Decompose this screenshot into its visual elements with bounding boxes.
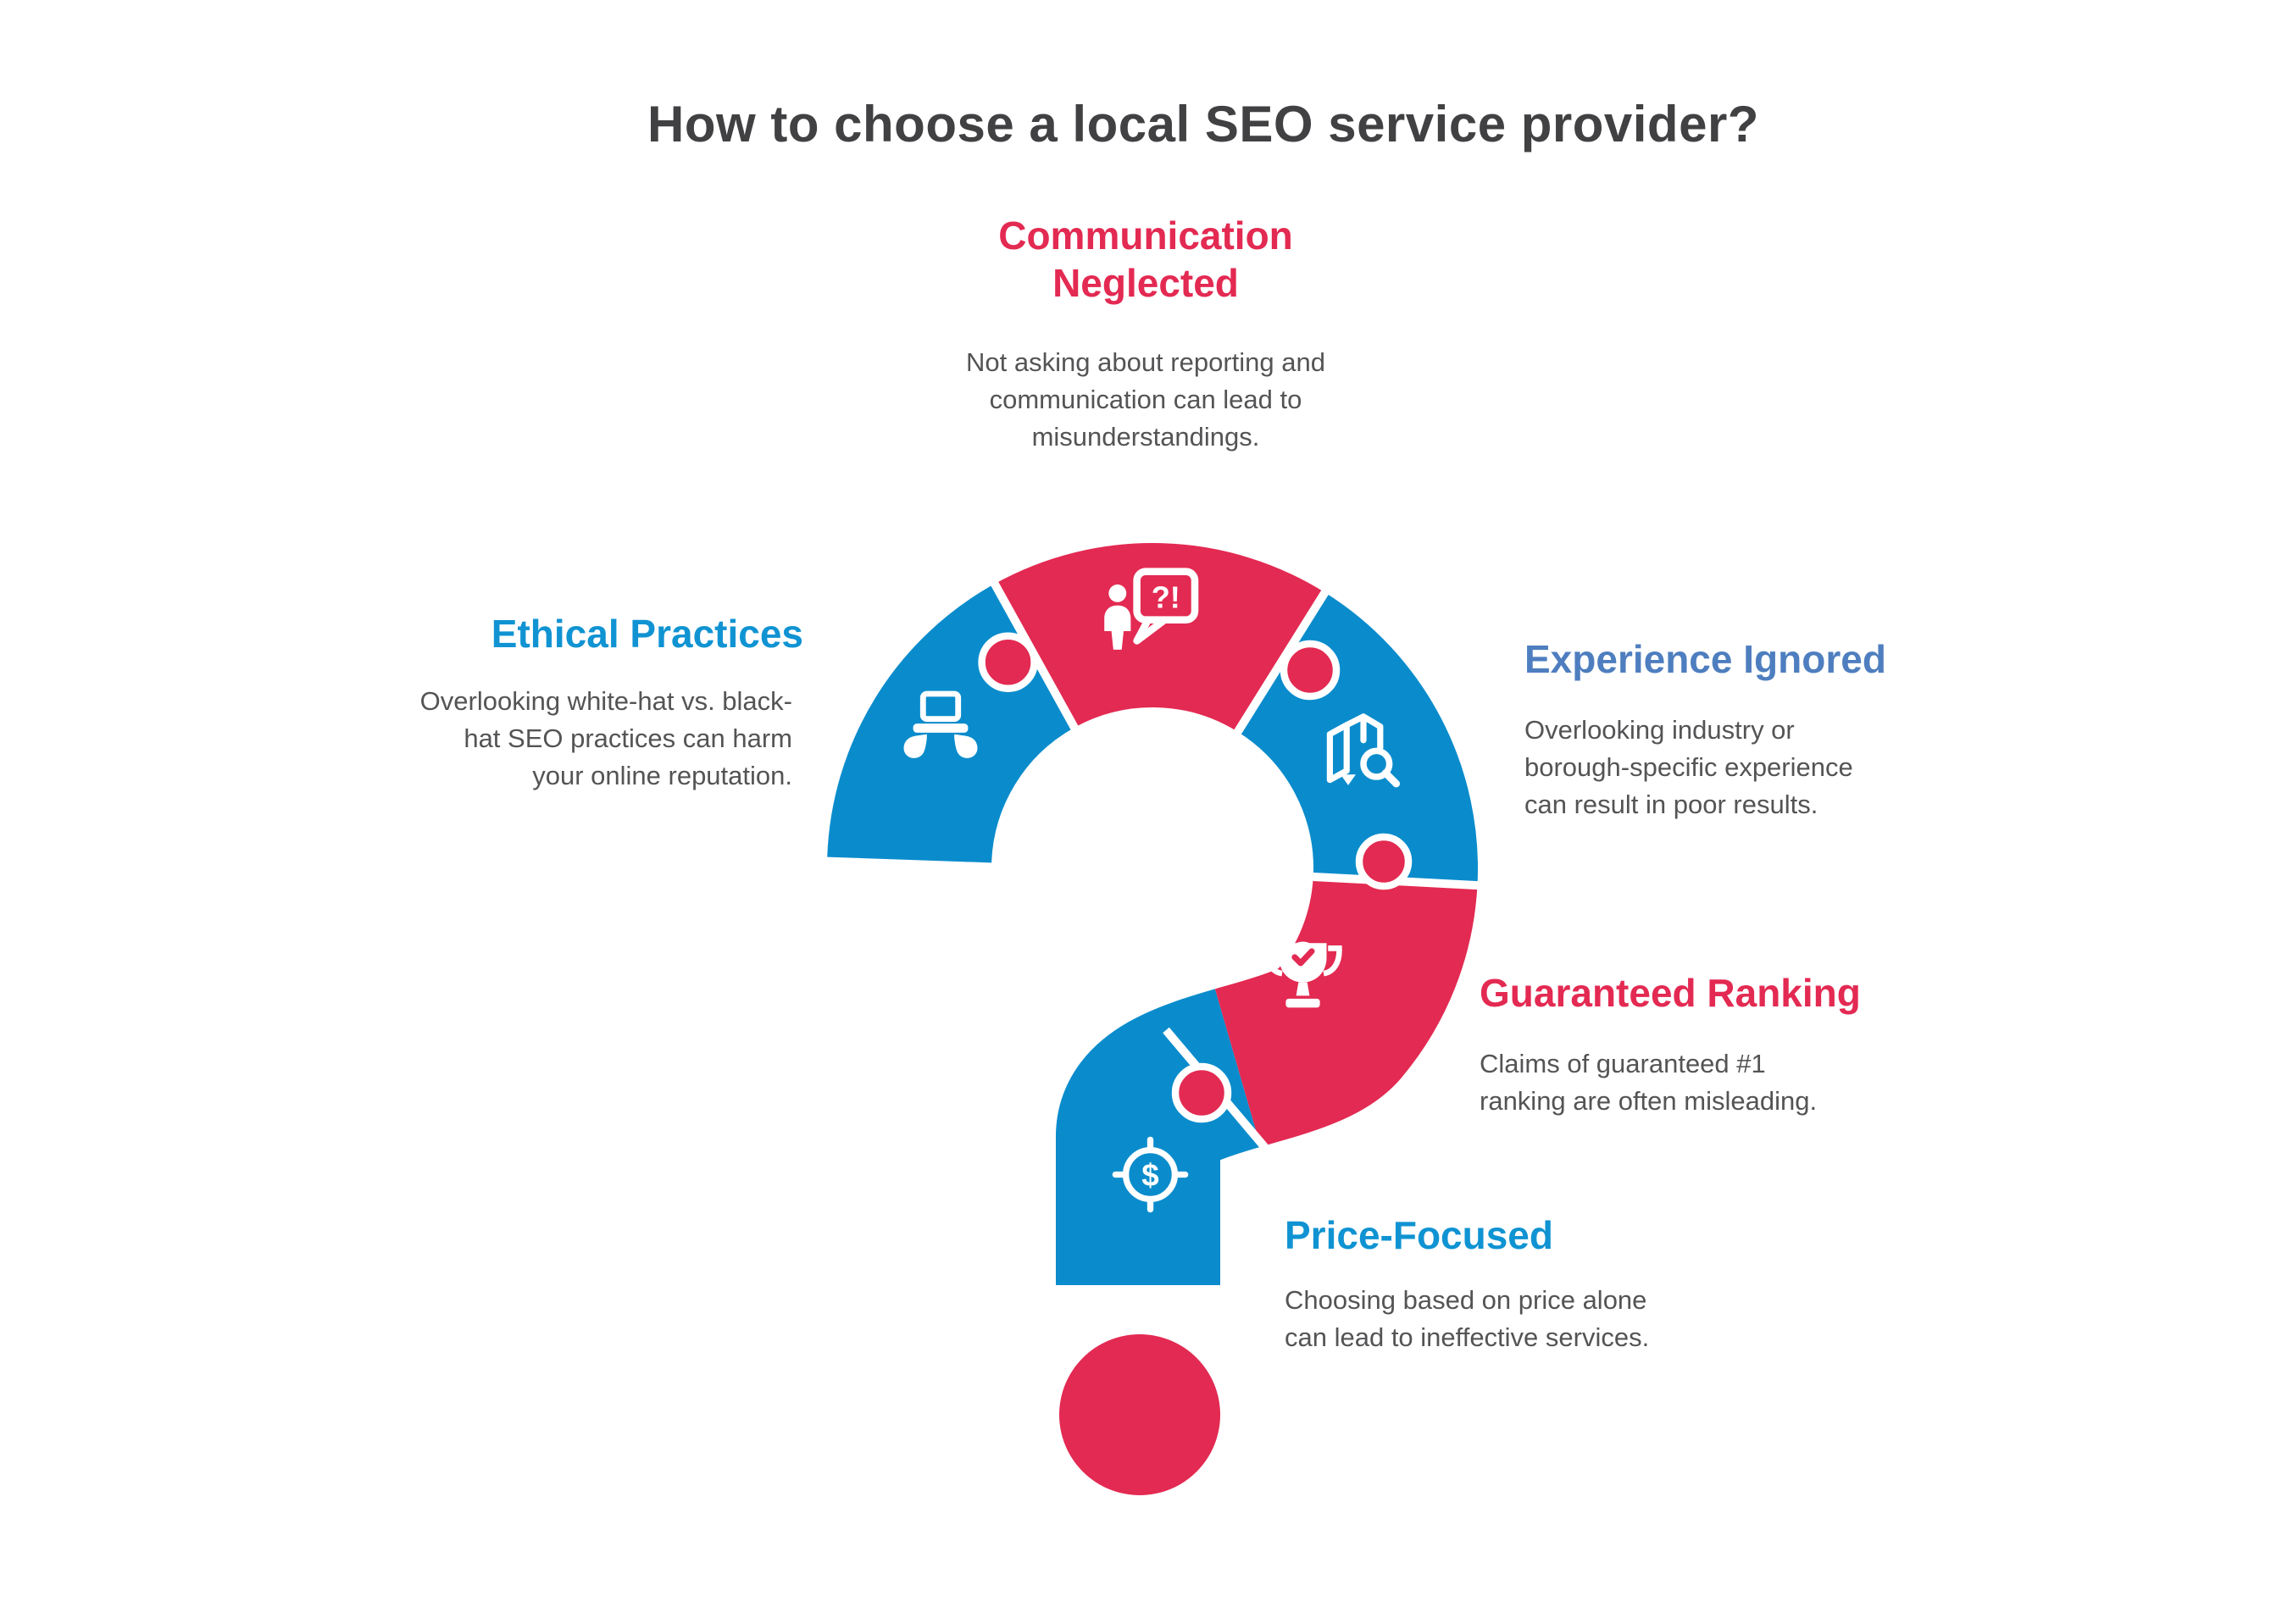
trophy-check-icon — [1263, 941, 1342, 1008]
svg-text:$: $ — [1141, 1158, 1158, 1193]
body-ethical-practices: Overlooking white-hat vs. black- hat SEO… — [419, 686, 792, 791]
body-price-focused: Choosing based on price alone can lead t… — [1285, 1285, 1650, 1353]
heading-price-focused: Price-Focused — [1285, 1213, 1553, 1257]
puzzle-piece-guaranteed — [1214, 874, 1478, 1147]
knob-top-left — [978, 632, 1038, 692]
page-title: How to choose a local SEO service provid… — [647, 96, 1759, 152]
heading-communication-neglected: Communication Neglected — [998, 213, 1293, 306]
hands-laptop-icon — [903, 690, 978, 758]
heading-guaranteed-ranking: Guaranteed Ranking — [1480, 971, 1861, 1015]
person-question-bubble-icon: ?! — [1104, 568, 1199, 650]
body-guaranteed-ranking: Claims of guaranteed #1 ranking are ofte… — [1480, 1049, 1818, 1117]
svg-text:?!: ?! — [1152, 579, 1180, 614]
heading-experience-ignored: Experience Ignored — [1524, 637, 1886, 681]
question-mark-puzzle-figure: ?! — [827, 543, 1485, 1495]
map-search-icon — [1326, 713, 1401, 788]
dollar-target-icon: $ — [1112, 1136, 1189, 1213]
knob-right — [1355, 833, 1413, 890]
puzzle-knobs — [978, 632, 1413, 1123]
heading-ethical-practices: Ethical Practices — [491, 612, 803, 656]
knob-top-right — [1280, 640, 1341, 701]
question-mark-dot — [1059, 1334, 1220, 1495]
body-experience-ignored: Overlooking industry or borough-specific… — [1524, 715, 1853, 820]
knob-stem — [1171, 1062, 1232, 1123]
body-communication-neglected: Not asking about reporting and communica… — [966, 347, 1325, 452]
puzzle-piece-communication — [994, 543, 1325, 733]
